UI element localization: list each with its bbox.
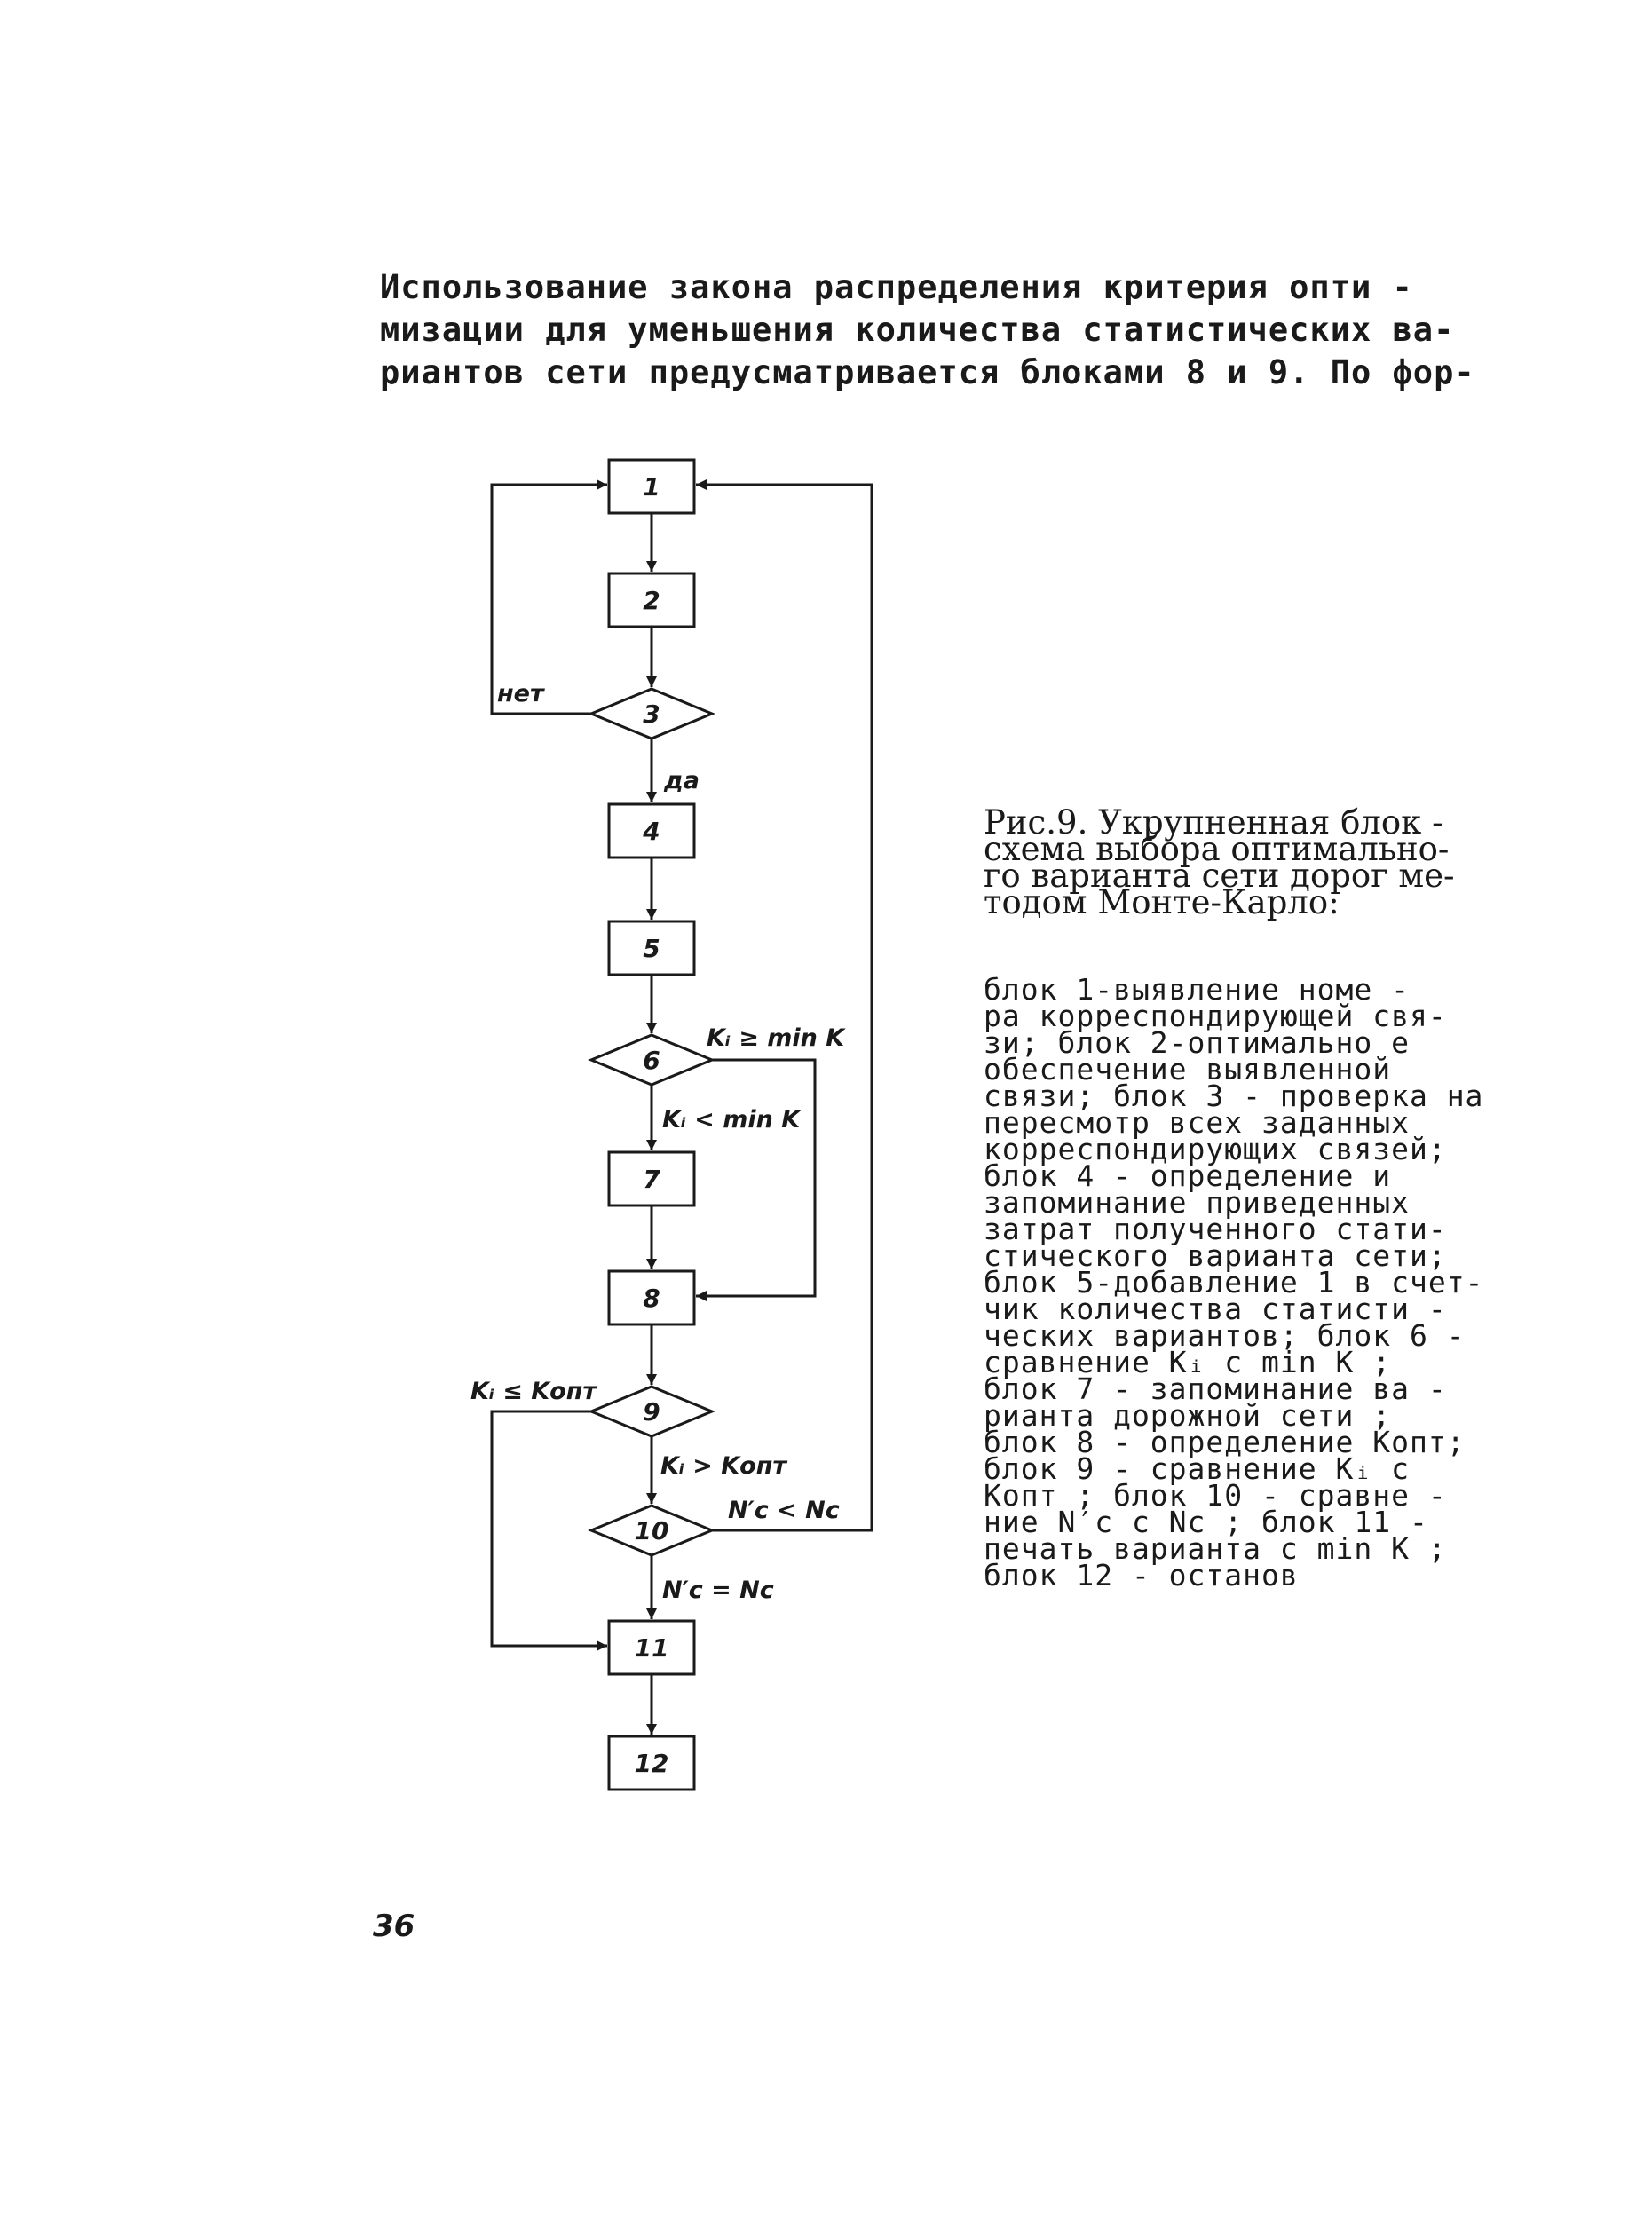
edge-label-k-ge-min: Kᵢ ≥ min K <box>707 1024 846 1052</box>
block-1-label: 1 <box>643 472 660 502</box>
legend-line: пересмотр всех заданных <box>984 1105 1410 1140</box>
block-2-label: 2 <box>643 586 660 615</box>
edge-label-k-lt-min: Kᵢ < min K <box>662 1106 802 1134</box>
intro-line: мизации для уменьшения количества статис… <box>380 311 1455 349</box>
block-9-label: 9 <box>643 1397 660 1427</box>
intro-line: Использование закона распределения крите… <box>380 268 1413 306</box>
block-12-label: 12 <box>635 1749 669 1778</box>
figure-caption: Рис.9. Укрупненная блок - схема выбора о… <box>984 803 1552 921</box>
legend-line: сравнение Kᵢ с min K ; <box>984 1345 1392 1379</box>
caption-line: тодом Монте-Карло: <box>984 883 1340 921</box>
block-5-label: 5 <box>643 934 660 963</box>
legend-line: блок 4 - определение и <box>984 1158 1392 1193</box>
edge-label-no: нет <box>497 680 545 707</box>
page-number: 36 <box>373 1909 415 1944</box>
edge-10-loop <box>696 479 873 1532</box>
block-4-label: 4 <box>642 817 660 846</box>
block-legend: блок 1-выявление номе - ра корреспондиру… <box>984 972 1552 1593</box>
edge-label-k-le-opt: Kᵢ ≤ Kопт <box>470 1378 597 1405</box>
legend-line: блок 1-выявление номе - <box>984 972 1410 1007</box>
legend-line: блок 9 - сравнение Kᵢ с <box>984 1451 1410 1486</box>
block-7-label: 7 <box>643 1165 660 1194</box>
edge-3-no-loop <box>490 479 607 715</box>
block-3-diamond <box>588 687 715 740</box>
legend-line: запоминание приведенных <box>984 1185 1410 1220</box>
legend-line: ра корреспондирующей свя- <box>984 999 1447 1033</box>
legend-line: стического варианта сети; <box>984 1238 1447 1273</box>
block-8-label: 8 <box>643 1284 660 1313</box>
legend-line: обеспечение выявленной <box>984 1052 1392 1087</box>
caption-line: го варианта сети дорог ме- <box>984 857 1455 895</box>
legend-line: блок 5-добавление 1 в счет- <box>984 1265 1484 1300</box>
block-10-label: 10 <box>635 1516 669 1545</box>
edge-6-bypass-8 <box>696 1058 817 1301</box>
legend-line: ние N′c с Nc ; блок 11 - <box>984 1505 1428 1539</box>
legend-line: корреспондирующих связей; <box>984 1132 1447 1166</box>
block-9-diamond <box>588 1385 715 1438</box>
legend-line: чик количества статисти - <box>984 1292 1447 1326</box>
block-11-label: 11 <box>635 1633 669 1663</box>
block-12-box <box>607 1735 696 1791</box>
intro-line: риантов сети предусматривается блоками 8… <box>380 353 1475 391</box>
legend-line: затрат полученного стати- <box>984 1212 1447 1246</box>
caption-line: Рис.9. Укрупненная блок - <box>984 803 1443 842</box>
legend-line: блок 7 - запоминание ва - <box>984 1371 1447 1406</box>
edge-label-n-eq: N′c = Nc <box>662 1577 774 1604</box>
legend-line: печать варианта с min K ; <box>984 1531 1447 1566</box>
block-6-label: 6 <box>643 1046 660 1075</box>
block-3-label: 3 <box>643 699 660 729</box>
legend-line: рианта дорожной сети ; <box>984 1398 1392 1433</box>
legend-line: блок 8 - определение Kопт; <box>984 1425 1466 1459</box>
legend-line: ческих вариантов; блок 6 - <box>984 1318 1466 1353</box>
legend-line: Kопт ; блок 10 - сравне - <box>984 1478 1447 1513</box>
edge-label-k-gt-opt: Kᵢ > Kопт <box>660 1452 787 1480</box>
edge-label-n-lt: N′c < Nc <box>728 1497 840 1524</box>
edge-label-yes: да <box>663 767 700 794</box>
legend-line: блок 12 - останов <box>984 1558 1299 1593</box>
edge-9-to-11 <box>490 1410 607 1651</box>
legend-line: зи; блок 2-оптимально е <box>984 1025 1410 1060</box>
caption-line: схема выбора оптимально- <box>984 830 1450 868</box>
legend-line: связи; блок 3 - проверка на <box>984 1079 1484 1113</box>
intro-paragraph: Использование закона распределения крите… <box>380 266 1552 394</box>
